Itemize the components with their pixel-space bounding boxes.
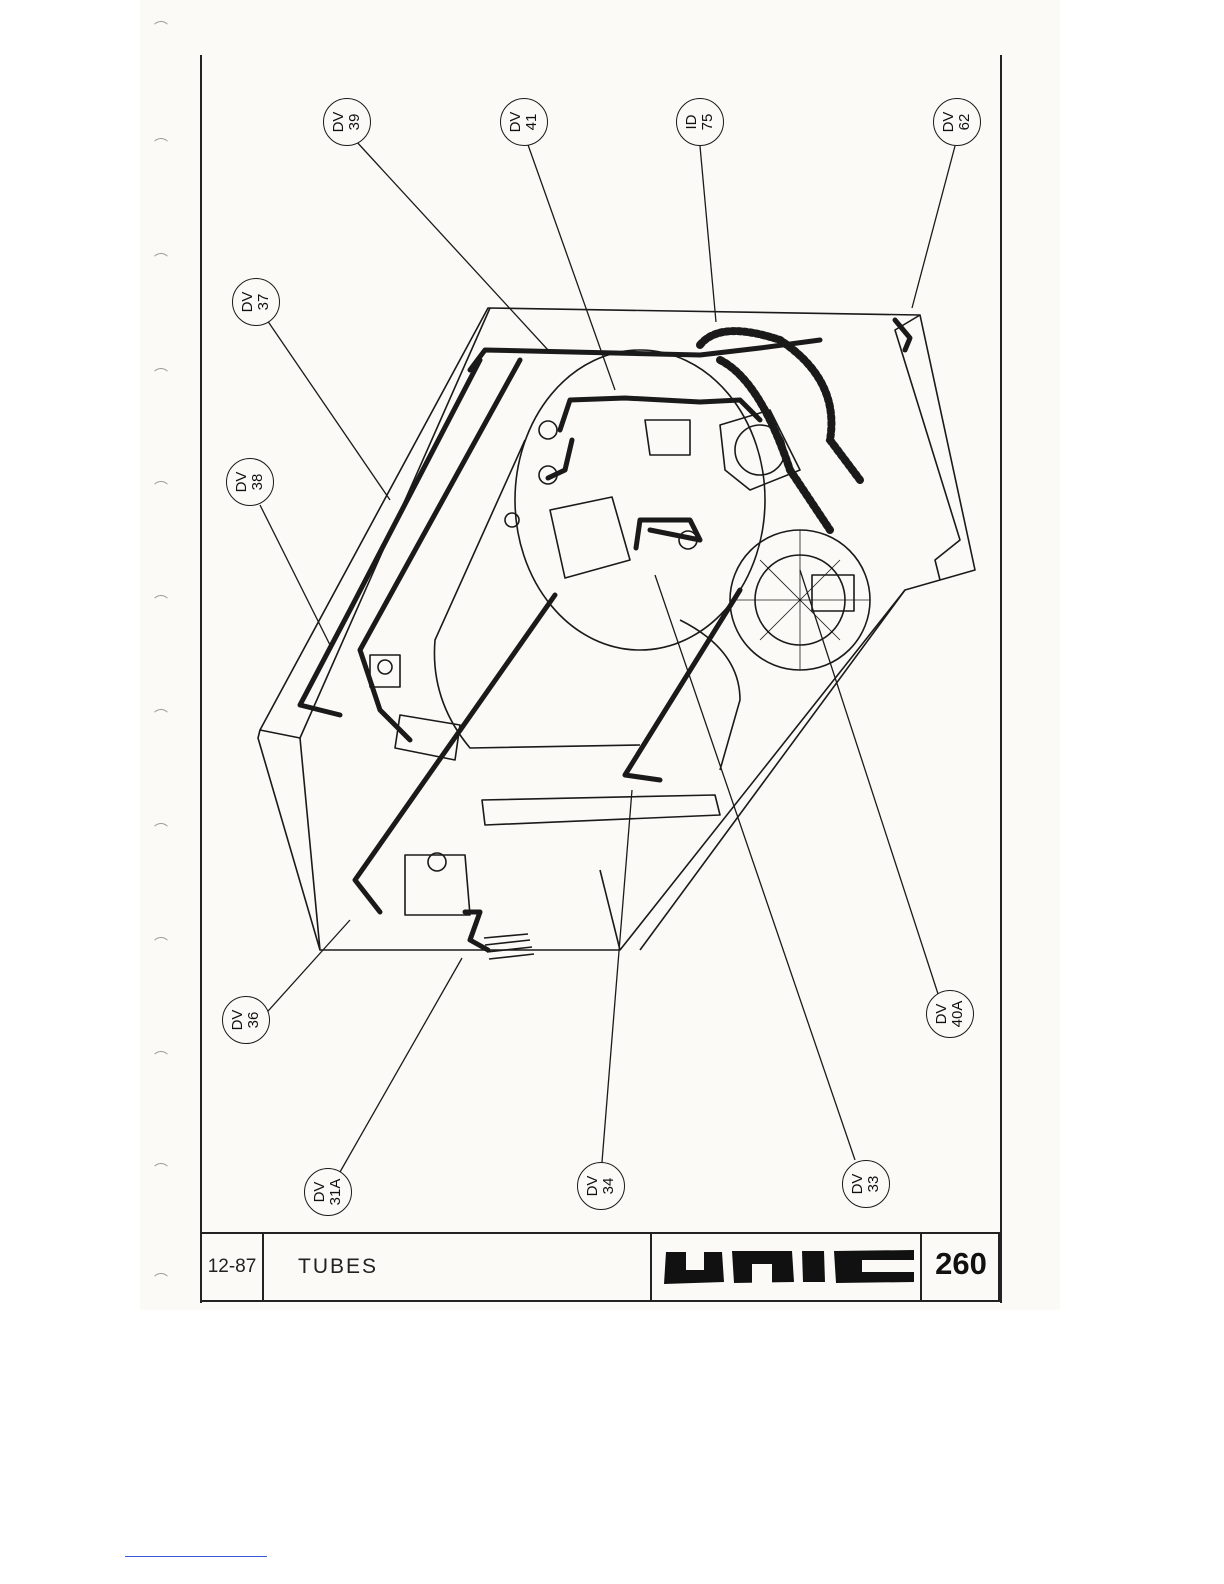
spring [484,934,534,959]
callout-dv-62: DV 62 [933,98,981,146]
callout-line1: DV [934,991,950,1037]
tube-short [548,440,572,478]
callout-dv-33: DV 33 [842,1160,890,1208]
logo-cutout [686,1252,704,1270]
title-block: 12-87 TUBES 260 [200,1232,1000,1302]
callout-line2: 62 [957,99,973,145]
base-rail [482,795,720,825]
callout-line2: 41 [524,99,540,145]
tube-mid [560,398,760,430]
callout-dv-31a: DV 31A [304,1168,352,1216]
revision-date: 12-87 [202,1234,264,1300]
callout-dv-36: DV 36 [222,996,270,1044]
tubes-schematic [0,0,1224,1320]
leader-dv-39 [355,140,548,350]
callout-line1: ID [684,99,700,145]
callout-line1: DV [234,459,250,505]
callout-dv-34: DV 34 [577,1162,625,1210]
tank-end [515,350,765,650]
callout-line1: DV [312,1169,328,1215]
tank-body [434,440,640,748]
callout-dv-40a: DV 40A [926,990,974,1038]
leader-dv-31a [340,958,462,1172]
callout-line2: 33 [866,1161,882,1207]
callout-dv-38: DV 38 [226,458,274,506]
logo-letter-i [802,1251,825,1282]
callout-line2: 38 [250,459,266,505]
leader-dv-36 [260,920,350,1020]
callout-line1: DV [508,99,524,145]
hose-braided [720,360,830,530]
callout-id-75: ID 75 [676,98,724,146]
callout-line1: DV [240,279,256,325]
tube-lower [625,590,740,780]
logo-cutout [862,1260,914,1272]
chassis-outline [258,308,975,950]
drawing-title: TUBES [298,1234,378,1300]
tube-spring [465,912,488,950]
chassis-edge [260,308,490,738]
callout-line1: DV [585,1163,601,1209]
callout-line2: 40A [950,991,966,1037]
callout-line2: 34 [601,1163,617,1209]
unic-logo-graphic [652,1234,920,1300]
callout-line1: DV [331,99,347,145]
chassis-edge [600,870,620,950]
callout-dv-41: DV 41 [500,98,548,146]
bolt [378,660,392,674]
solenoid-block [405,855,470,915]
callout-line1: DV [941,99,957,145]
callout-line2: 75 [700,99,716,145]
switch-box [812,575,854,611]
unic-logo [650,1234,922,1300]
control-box [550,497,630,578]
valve-block [645,420,690,455]
callout-line2: 36 [246,997,262,1043]
callout-dv-39: DV 39 [323,98,371,146]
leader-dv-62 [912,146,955,308]
callout-line2: 31A [328,1169,344,1215]
callout-line1: DV [850,1161,866,1207]
leader-dv-38 [260,505,330,645]
callout-line1: DV [230,997,246,1043]
callout-line2: 37 [256,279,272,325]
callout-line2: 39 [347,99,363,145]
leader-dv-37 [267,320,390,500]
leader-dv-34 [602,790,632,1162]
chassis-edge [895,315,960,580]
tube-loop [636,520,700,548]
footer-underline [125,1556,267,1557]
page-number: 260 [924,1234,998,1300]
bolt [539,421,557,439]
tube-top [470,340,820,370]
callout-dv-37: DV 37 [232,278,280,326]
tube-long [355,595,555,912]
leader-id-75 [700,146,716,322]
logo-cutout [752,1264,772,1283]
